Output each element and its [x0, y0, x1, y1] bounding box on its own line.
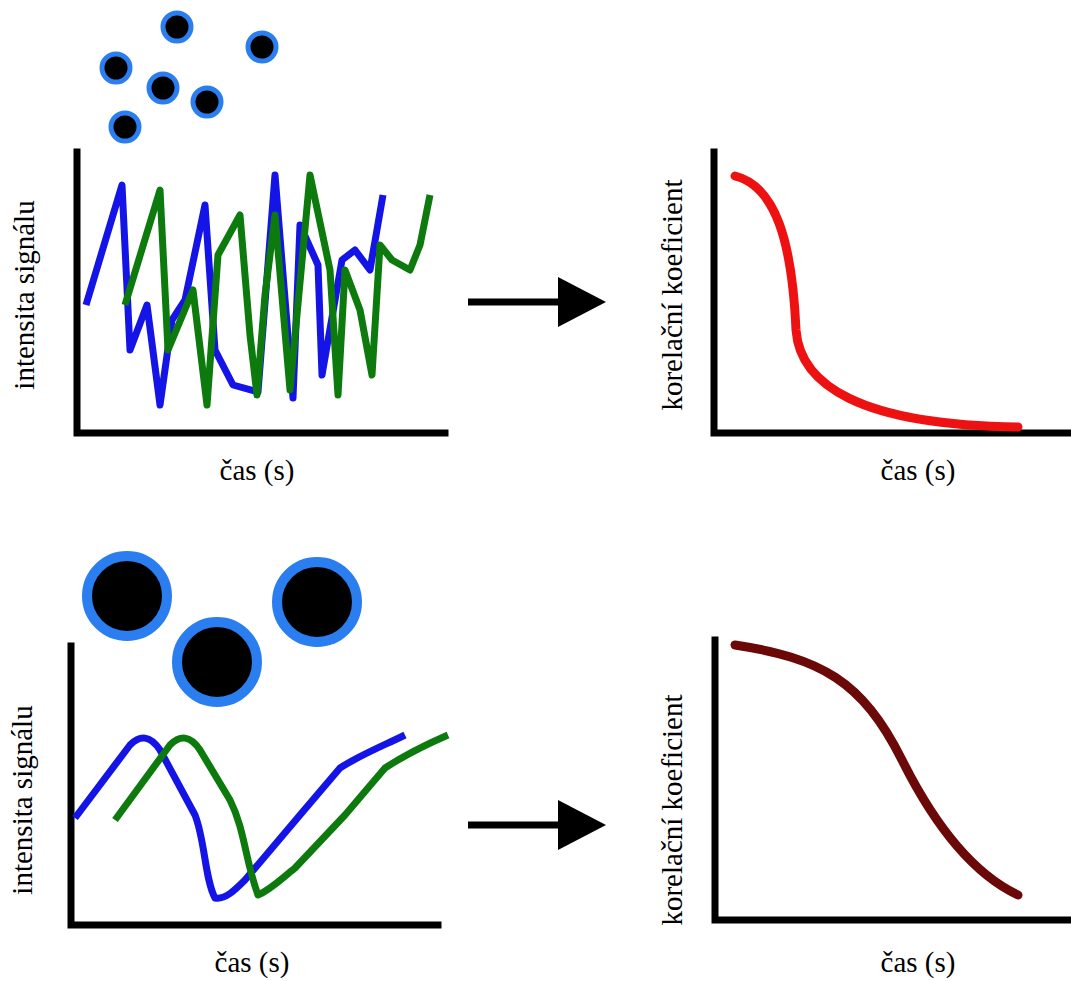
axis-label: čas (s) [881, 948, 956, 977]
fast-decay-curve [735, 176, 1018, 427]
large-particles [87, 556, 357, 702]
slow-signals [75, 735, 448, 898]
axis-label: intensita signálu [10, 200, 39, 389]
process-arrows [468, 277, 606, 850]
axes [71, 152, 1069, 925]
axis-label: intensita signálu [8, 705, 37, 894]
axis-label: čas (s) [881, 456, 956, 485]
axis-label: korelační koeficient [658, 179, 687, 410]
axis-label: čas (s) [215, 948, 290, 977]
slow-decay-curve [735, 645, 1018, 895]
small-particles [102, 13, 276, 141]
axis-label: čas (s) [220, 456, 295, 485]
axis-label: korelační koeficient [658, 694, 687, 925]
fast-signals [86, 175, 430, 405]
